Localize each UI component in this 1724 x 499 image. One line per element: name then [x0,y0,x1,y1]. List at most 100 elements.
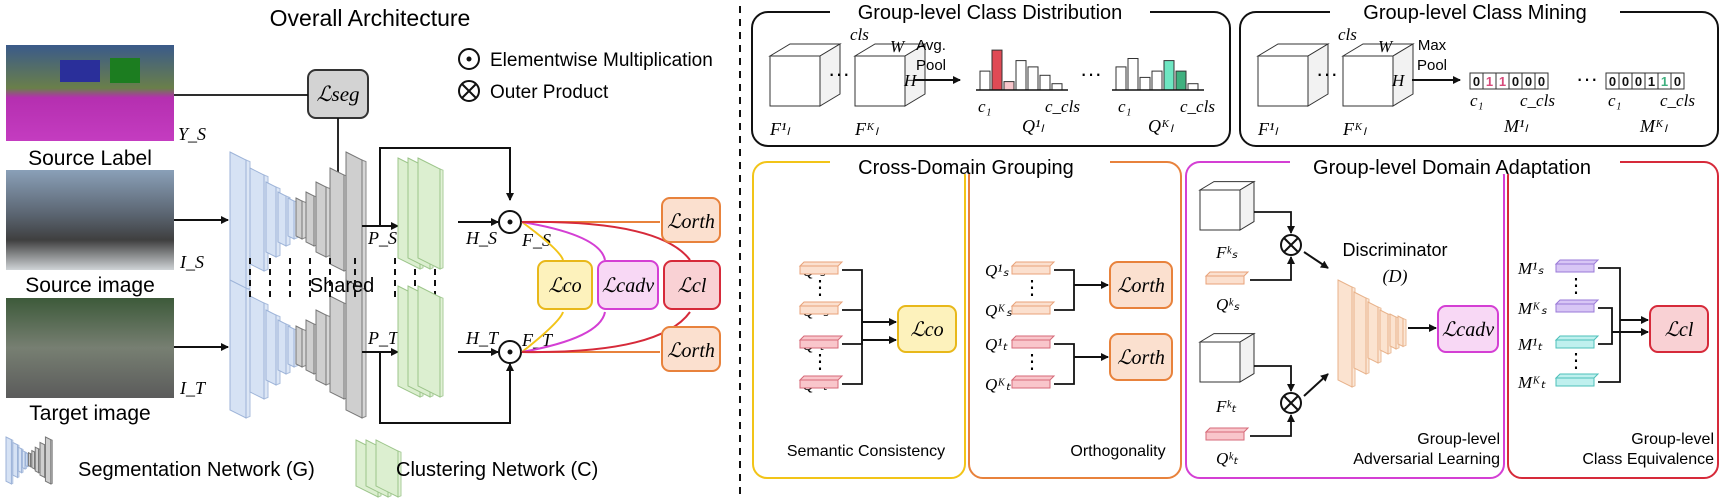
class-histogram-q1 [976,49,1068,91]
feature-chip [798,335,844,341]
arrow [1254,211,1295,234]
equivalence-caption-1: Group-level [1631,431,1714,448]
network-layer [12,441,19,479]
feature-chip [799,265,839,275]
arrow [1254,365,1295,392]
discriminator-layer [1337,279,1353,388]
source-image-caption: Source image [25,274,155,297]
histogram-bar [1127,58,1139,91]
feature-chip [1011,305,1051,315]
loss-cadv-box-adapt [1437,305,1499,353]
vector-bit: 1 [1486,74,1493,89]
histogram-bar [1163,60,1175,91]
title-backdrop [830,2,1150,24]
discriminator-layer [1353,291,1367,375]
hs-symbol: H_S [465,228,497,248]
discriminator-layer [1379,309,1389,355]
loss-co-box [537,260,593,310]
ccls-label: c_cls [1660,91,1695,110]
source-label-image [6,45,174,141]
network-layer [325,186,331,258]
mining-feature-cubes [1256,43,1415,107]
network-layer [301,200,307,240]
feature-chip [1554,259,1600,265]
ccls-label: c_cls [1520,91,1555,110]
h-dim: H [903,71,918,90]
feature-cube-face [1199,341,1241,383]
clustering-layer [417,157,441,270]
vertical-ellipsis: ⋮ [1566,350,1586,372]
network-layer [295,197,303,240]
max-pool-label-1: Max [1418,37,1447,54]
feature-cube-face [854,55,906,107]
feature-chip [1011,379,1051,389]
ys-symbol: Y_S [178,124,206,144]
loss-cl-label: ℒcl [678,275,707,297]
ql1-symbol: Q¹ₗ [1022,116,1045,136]
class-mining-title: Group-level Class Mining [1363,2,1586,24]
adversarial-caption-2: Adversarial Learning [1353,451,1500,468]
vertical-ellipsis: ⋮ [810,351,830,373]
connector [842,309,863,385]
vertical-ellipsis: ⋮ [810,277,830,299]
network-layer [329,167,345,272]
network-layer [277,191,287,247]
feature-chip [1555,339,1595,349]
discriminator-layer [1389,313,1397,350]
loss-co-label: ℒco [548,275,581,297]
avg-pool-label-2: Pool [916,57,946,74]
c1-label: c₁ [978,97,991,116]
histogram-bar [991,49,1003,91]
qlk-symbol: Qᴷₗ [1148,116,1175,136]
feature-chip [1204,271,1250,277]
histogram-bar [1051,83,1063,91]
feature-chip [1010,335,1056,341]
ps-symbol: P_S [367,228,397,248]
c1-label: c₁ [1470,91,1483,110]
vector-bit: 0 [1635,74,1642,89]
clustering-network-target [397,285,444,398]
flk-symbol: Fᴷₗ [1342,119,1368,139]
histogram-bar [1039,74,1051,91]
feature-cube-face [1239,180,1255,231]
loss-cadv-label: ℒcadv [1442,319,1494,341]
q-label: Q¹ₛ [985,261,1009,280]
feature-chip [1011,339,1051,349]
loss-cl-box-adapt [1649,305,1709,353]
loss-seg-label: ℒseg [316,82,359,106]
discriminator-layer [1397,315,1404,348]
clustering-layer [417,285,441,398]
feature-chip [1555,377,1595,387]
h-dim: H [1391,71,1406,90]
segmentation-network-source [229,151,367,291]
outer-product-mark [1283,395,1299,411]
feature-chip [1554,335,1600,341]
class-histogram-qk [1112,58,1204,91]
vector-bit: 1 [1499,74,1506,89]
m-label: M¹ₜ [1517,335,1543,354]
fs-symbol: F_S [521,230,551,250]
network-layer [301,328,307,368]
network-layer [249,295,265,400]
histogram-bar [1015,60,1027,91]
cls-dim: cls [850,25,869,44]
clustering-network-source [397,157,444,270]
target-image-caption: Target image [29,402,150,425]
feature-chip [1554,373,1600,379]
source-label-caption: Source Label [28,147,152,170]
feature-chip [1205,431,1245,441]
vector-bit: 0 [1473,74,1480,89]
histogram-bar [1139,76,1151,91]
feature-chip [1554,299,1600,305]
feature-chip [799,379,839,389]
discriminator-symbol: (D) [1383,266,1408,287]
feature-chip [1205,275,1245,285]
network-layer [229,151,247,291]
feature-cube-face [1239,332,1255,383]
source-label-region [60,60,100,82]
orthogonality-panel [968,161,1182,479]
